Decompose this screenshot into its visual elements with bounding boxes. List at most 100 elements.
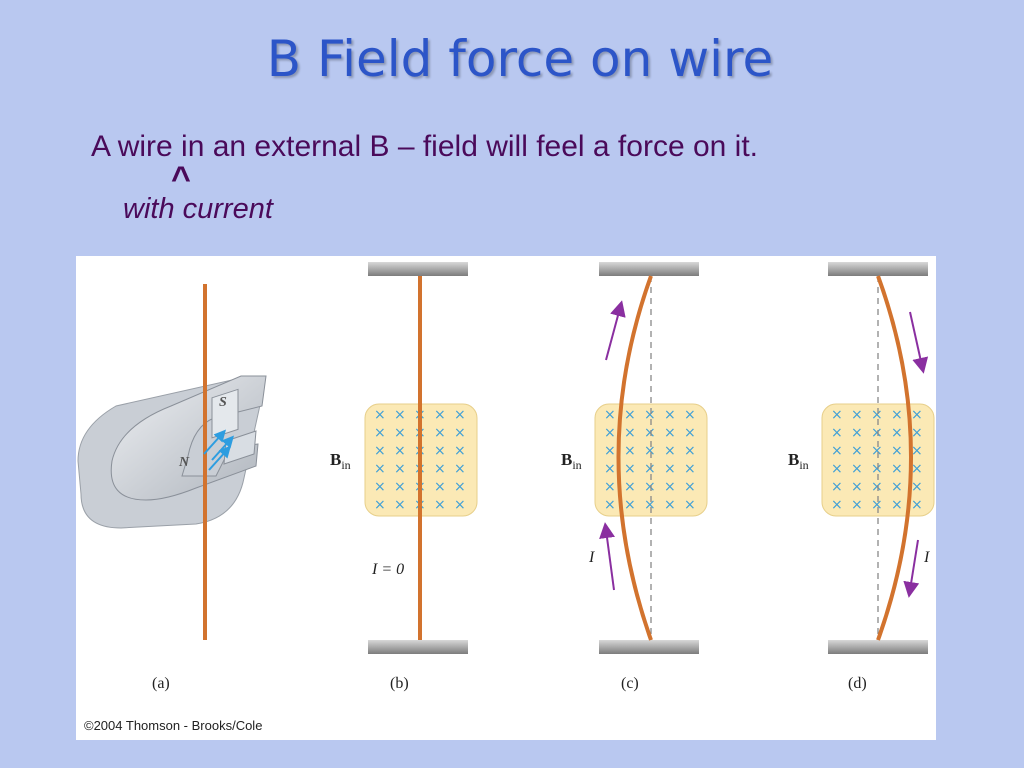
field-into-page-marker: × [664, 407, 676, 423]
field-into-page-marker: × [624, 407, 636, 423]
field-into-page-marker: × [434, 407, 446, 423]
field-into-page-marker: × [684, 479, 696, 495]
field-sub-b: in [341, 458, 350, 472]
field-into-page-marker: × [394, 461, 406, 477]
field-into-page-marker: × [624, 497, 636, 513]
field-sub-c: in [572, 458, 581, 472]
field-into-page-marker: × [624, 479, 636, 495]
field-into-page-marker: × [831, 443, 843, 459]
insertion-caret: ^ [171, 160, 191, 198]
panel-label-d: (d) [848, 675, 867, 692]
field-into-page-marker: × [831, 497, 843, 513]
field-into-page-marker: × [394, 443, 406, 459]
field-into-page-marker: × [911, 407, 923, 423]
field-into-page-marker: × [664, 443, 676, 459]
inserted-text: with current [123, 193, 273, 225]
physics-figure: S N × × × × × × × × × × × × × × × × × × × × × × × × × × × × × × Bin I… [76, 256, 936, 740]
field-into-page-marker: × [891, 479, 903, 495]
field-into-page-marker: × [394, 479, 406, 495]
field-into-page-marker: × [624, 461, 636, 477]
field-into-page-marker: × [644, 425, 656, 441]
field-into-page-marker: × [644, 443, 656, 459]
field-into-page-marker: × [624, 425, 636, 441]
field-into-page-marker: × [911, 479, 923, 495]
field-into-page-marker: × [644, 497, 656, 513]
field-into-page-marker: × [454, 461, 466, 477]
field-into-page-marker: × [604, 461, 616, 477]
field-region-c [594, 403, 708, 517]
field-into-page-marker: × [604, 497, 616, 513]
field-into-page-marker: × [604, 407, 616, 423]
field-into-page-marker: × [374, 479, 386, 495]
field-into-page-marker: × [434, 461, 446, 477]
panel-d: ×××××××××××××××××××××××××××××× Bin I [788, 262, 935, 654]
field-into-page-marker: × [871, 461, 883, 477]
field-into-page-marker: × [684, 443, 696, 459]
wire-d [876, 275, 913, 641]
field-into-page-marker: × [911, 461, 923, 477]
field-into-page-marker: × [871, 443, 883, 459]
field-into-page-marker: × [871, 407, 883, 423]
wire-c [616, 275, 653, 641]
field-into-page-marker: × [684, 461, 696, 477]
field-into-page-marker: × [624, 443, 636, 459]
support-top-b [368, 262, 468, 276]
magnet-pole-n: N [178, 455, 190, 470]
field-label-c: B [561, 450, 572, 469]
field-into-page-marker: × [374, 425, 386, 441]
field-into-page-marker: × [891, 425, 903, 441]
panel-label-a: (a) [152, 675, 170, 692]
field-into-page-marker: × [831, 425, 843, 441]
svg-text:Bin: Bin [561, 450, 582, 472]
field-into-page-marker: × [644, 407, 656, 423]
field-into-page-marker: × [891, 407, 903, 423]
current-arrow-c-top [605, 300, 626, 361]
field-into-page-marker: × [851, 443, 863, 459]
field-into-page-marker: × [604, 443, 616, 459]
magnet-pole-s: S [219, 395, 227, 410]
field-into-page-marker: × [454, 425, 466, 441]
field-label-d: B [788, 450, 799, 469]
field-into-page-marker: × [664, 479, 676, 495]
support-bottom-b [368, 640, 468, 654]
figure-drawing: S N × × × × × × × × × × × × × × × × × × × × × × × × × × × × × × Bin I… [77, 262, 935, 692]
svg-text:Bin: Bin [788, 450, 809, 472]
field-into-page-marker: × [644, 461, 656, 477]
panel-b: ×××××××××××××××××××××××××××××× Bin I = 0 [330, 262, 478, 654]
field-into-page-marker: × [851, 497, 863, 513]
panel-c: ×××××××××××××××××××××××××××××× Bin I [561, 262, 708, 654]
field-into-page-marker: × [644, 479, 656, 495]
field-sub-d: in [799, 458, 808, 472]
field-into-page-marker: × [891, 443, 903, 459]
panel-label-b: (b) [390, 675, 409, 692]
current-arrow-d-bottom [903, 539, 920, 598]
field-into-page-marker: × [604, 479, 616, 495]
field-region-d [821, 403, 935, 517]
field-into-page-marker: × [434, 443, 446, 459]
field-into-page-marker: × [831, 479, 843, 495]
field-into-page-marker: × [831, 407, 843, 423]
field-into-page-marker: × [394, 497, 406, 513]
panel-a-magnet: S N [77, 284, 267, 640]
current-label-d: I [923, 549, 930, 566]
svg-text:Bin: Bin [330, 450, 351, 472]
field-into-page-marker: × [394, 407, 406, 423]
field-into-page-marker: × [684, 425, 696, 441]
field-into-page-marker: × [664, 461, 676, 477]
field-into-page-marker: × [434, 497, 446, 513]
field-into-page-marker: × [684, 407, 696, 423]
field-into-page-marker: × [911, 443, 923, 459]
field-into-page-marker: × [434, 479, 446, 495]
field-into-page-marker: × [851, 479, 863, 495]
field-into-page-marker: × [871, 479, 883, 495]
field-into-page-marker: × [664, 497, 676, 513]
field-into-page-marker: × [684, 497, 696, 513]
field-into-page-marker: × [454, 443, 466, 459]
field-into-page-marker: × [664, 425, 676, 441]
support-top-c [599, 262, 699, 276]
field-into-page-marker: × [454, 497, 466, 513]
field-into-page-marker: × [374, 443, 386, 459]
field-into-page-marker: × [891, 497, 903, 513]
field-into-page-marker: × [374, 407, 386, 423]
slide-title: B Field force on wire [266, 30, 774, 88]
